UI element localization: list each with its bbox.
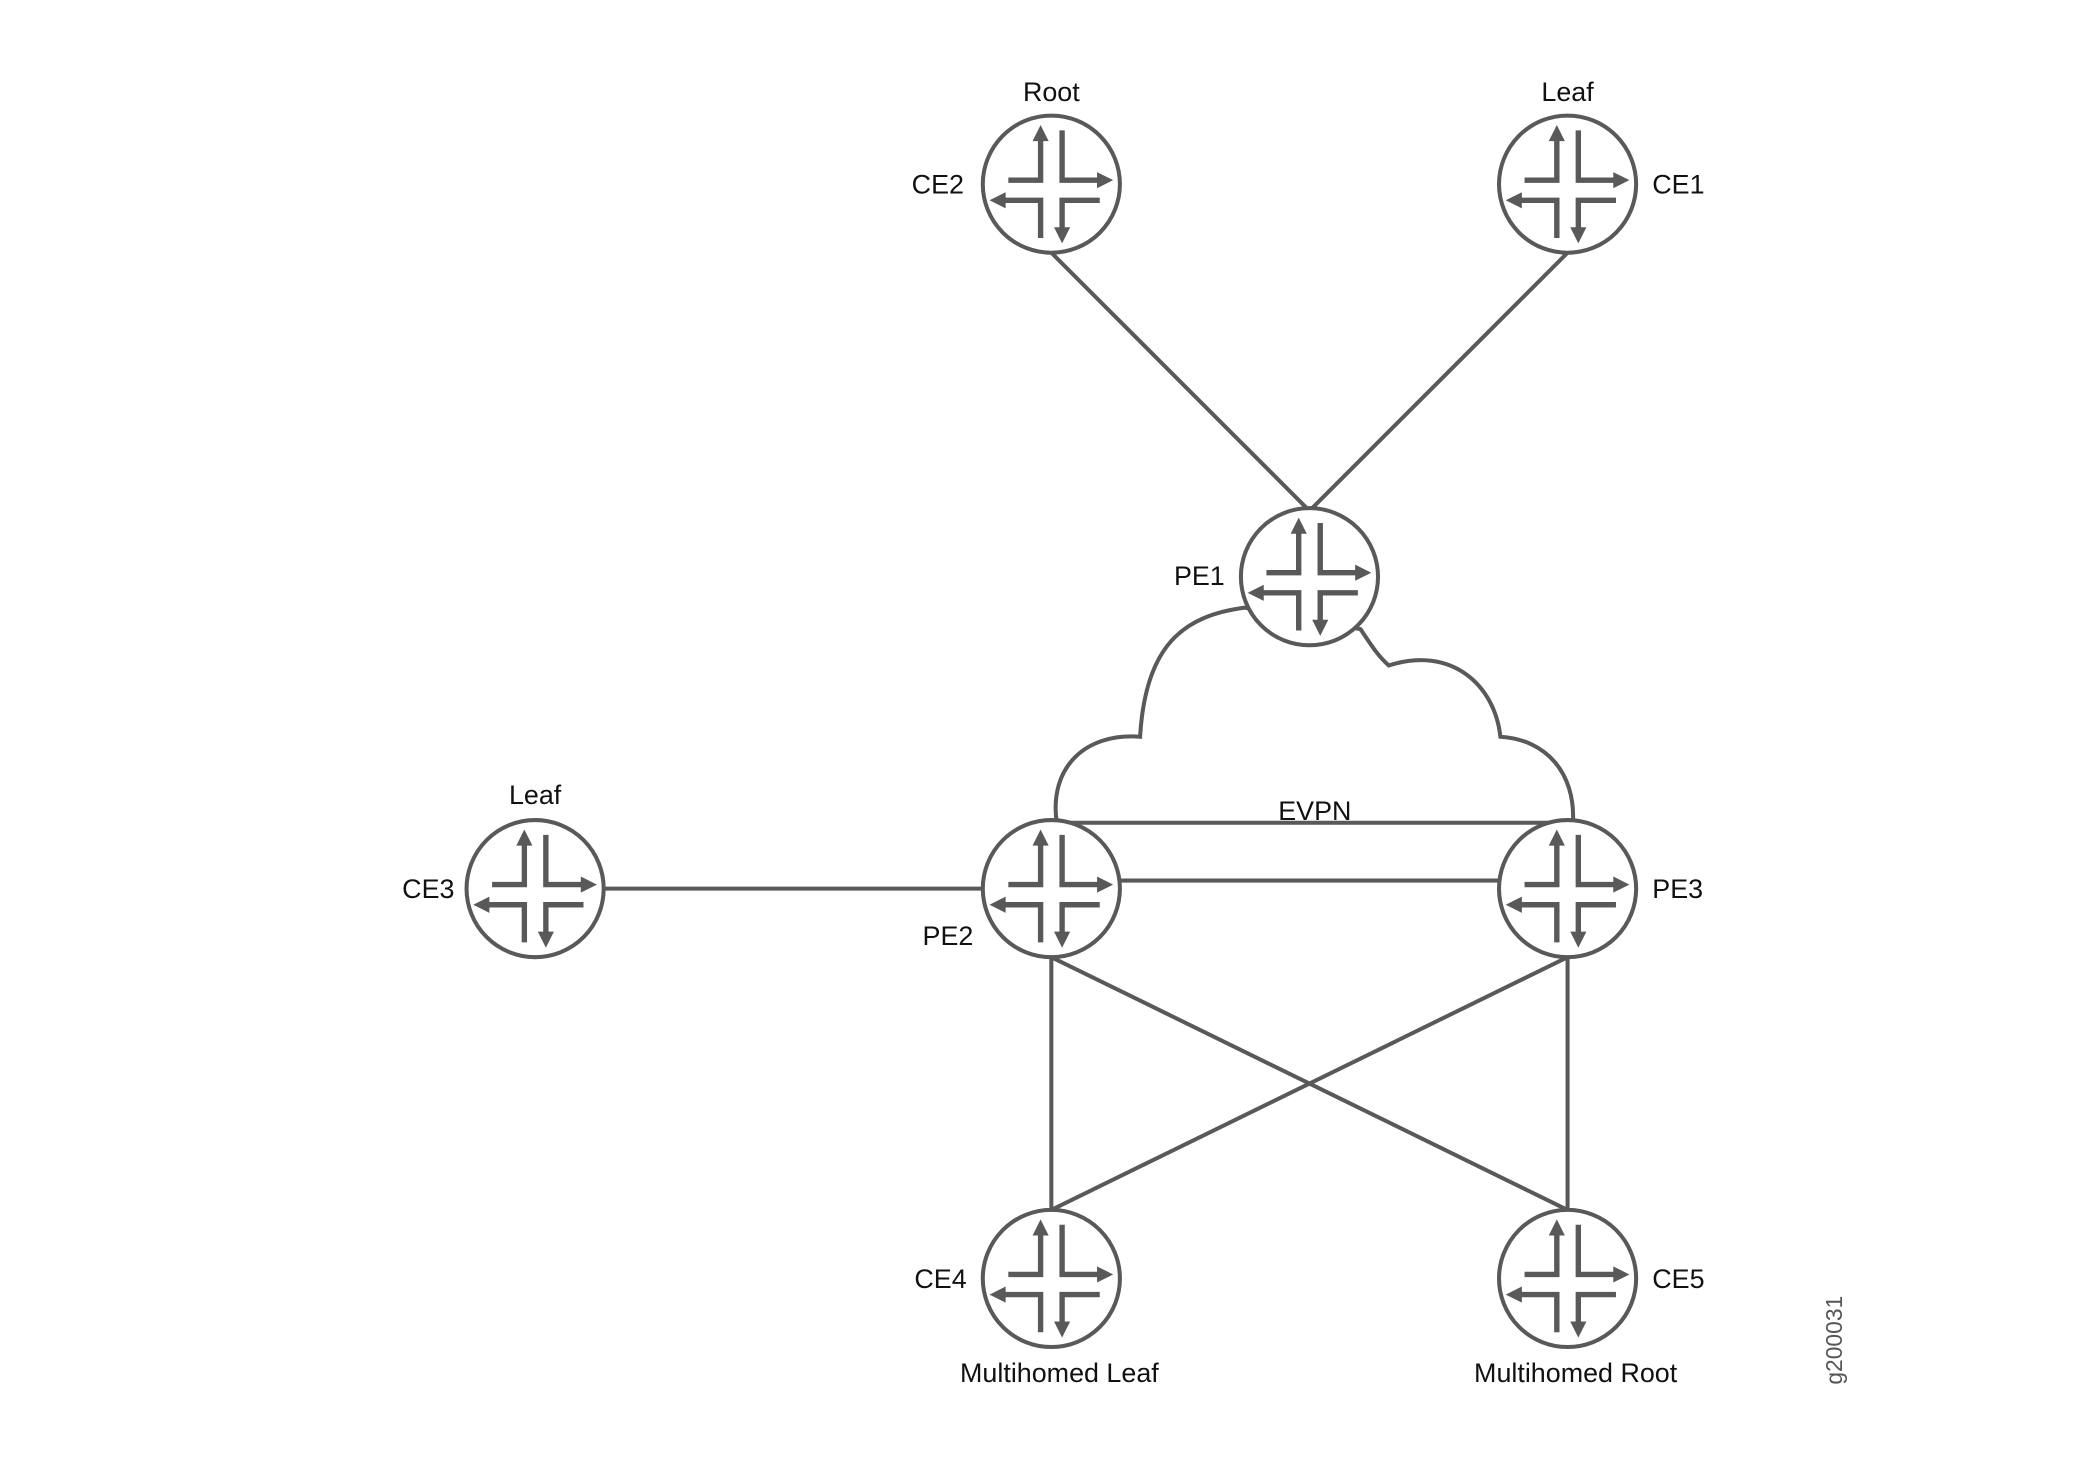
node-pe3[interactable]: PE3 [1496, 818, 1703, 960]
node-name: CE1 [1652, 170, 1704, 200]
cloud-label: EVPN [1278, 796, 1351, 826]
node-ce4[interactable]: CE4 Multihomed Leaf [914, 1207, 1159, 1388]
node-name: CE4 [914, 1264, 966, 1294]
node-ce2[interactable]: CE2 Root [912, 77, 1122, 255]
node-name: PE2 [923, 921, 974, 951]
node-name: CE5 [1652, 1264, 1704, 1294]
link-pe3-ce4 [1050, 955, 1569, 1212]
links [603, 251, 1570, 1212]
figure-id: g200031 [1821, 1296, 1847, 1385]
node-role: Multihomed Leaf [960, 1358, 1159, 1388]
node-ce5[interactable]: CE5 Multihomed Root [1474, 1207, 1705, 1388]
node-role: Root [1023, 77, 1080, 107]
node-name: CE3 [402, 874, 454, 904]
node-pe1[interactable]: PE1 [1174, 506, 1381, 648]
link-ce2-pe1 [1049, 251, 1311, 513]
node-role: Leaf [1541, 77, 1594, 107]
node-ce3[interactable]: CE3 Leaf [402, 780, 606, 960]
node-role: Multihomed Root [1474, 1358, 1678, 1388]
node-pe2[interactable]: PE2 [923, 818, 1122, 960]
link-ce1-pe1 [1308, 251, 1570, 513]
node-name: PE1 [1174, 561, 1225, 591]
evpn-cloud [1053, 605, 1575, 825]
node-role: Leaf [509, 780, 562, 810]
node-ce1[interactable]: CE1 Leaf [1496, 77, 1705, 255]
node-name: PE3 [1652, 874, 1703, 904]
node-name: CE2 [912, 170, 964, 200]
